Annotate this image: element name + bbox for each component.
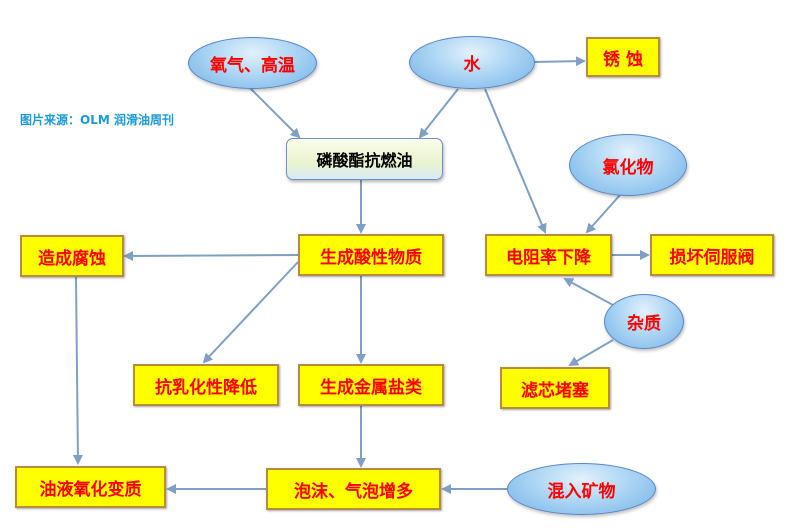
arrow-water-to-rust [532,56,586,67]
node-chloride: 氯化物 [569,134,687,196]
arrow-chloride-to-resistivity [585,194,621,234]
node-damage-servo-valve: 损坏伺服阀 [650,234,774,276]
arrow-acidic-to-corrosion [123,250,299,261]
node-mixed-minerals: 混入矿物 [507,463,656,515]
node-resistivity-drop: 电阻率下降 [485,234,612,276]
node-generate-acidic-substances: 生成酸性物质 [298,234,444,276]
node-water: 水 [409,36,535,89]
node-cause-corrosion: 造成腐蚀 [20,235,124,277]
arrow-corrosion-to-oil-oxidation [72,276,83,465]
node-phosphate-ester-fire-resistant-oil: 磷酸酯抗燃油 [286,138,443,180]
arrow-water-to-oil [418,88,459,139]
node-foam-bubbles-increase: 泡沫、气泡增多 [266,468,441,510]
arrow-impurity-to-resistivity [563,278,614,306]
node-reduced-anti-emulsification: 抗乳化性降低 [133,364,279,406]
node-impurity: 杂质 [604,294,684,349]
node-oxygen-high-temperature: 氧气、高温 [188,37,317,89]
arrow-impurity-to-filter [568,339,614,367]
arrow-water-to-resistivity [484,88,547,234]
node-filter-clogging: 滤芯堵塞 [500,367,610,409]
node-generate-metal-salts: 生成金属盐类 [298,364,444,406]
image-source-note: 图片来源：OLM 润滑油周刊 [20,113,174,127]
node-rust: 锈 蚀 [586,37,660,77]
node-oil-oxidation-deterioration: 油液氧化变质 [15,466,166,508]
arrow-acidic-to-anti-emulsion [202,261,299,364]
arrow-oxygen-to-oil [249,87,301,139]
